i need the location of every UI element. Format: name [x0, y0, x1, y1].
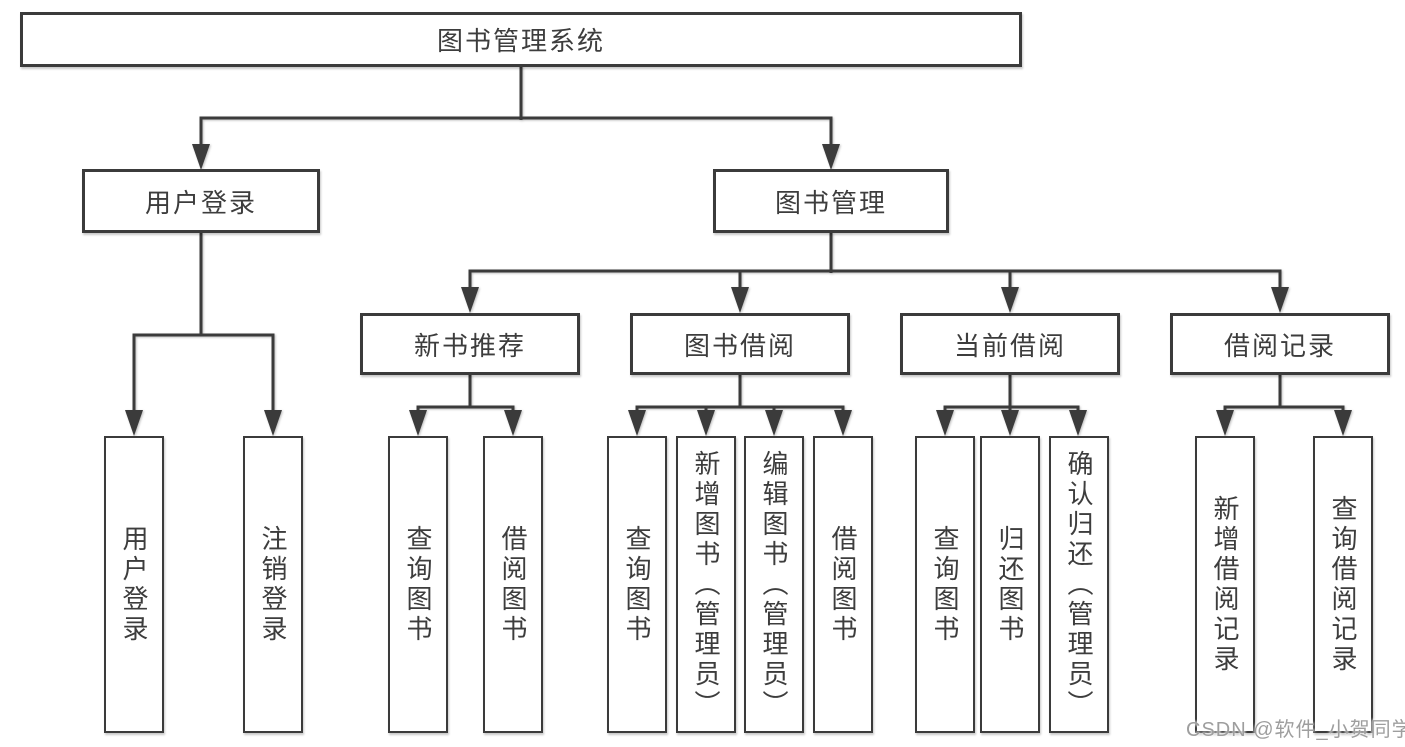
node-current-borrowing-label: 当前借阅: [953, 330, 1066, 361]
leaf-current-query: 查询图书: [915, 436, 975, 733]
leaf-borrow-borrow-label: 借阅图书: [828, 524, 858, 645]
node-new-book-recommend-label: 新书推荐: [413, 330, 526, 361]
node-borrow-records-label: 借阅记录: [1223, 330, 1336, 361]
leaf-borrow-add-admin-label: 新增图书（管理员）: [691, 449, 721, 720]
node-book-management-label: 图书管理: [774, 187, 887, 218]
leaf-records-add: 新增借阅记录: [1195, 436, 1255, 733]
leaf-current-return: 归还图书: [980, 436, 1040, 733]
leaf-user-login: 用户登录: [104, 436, 164, 733]
leaf-current-confirm-admin-label: 确认归还（管理员）: [1064, 449, 1094, 720]
leaf-newbook-borrow-label: 借阅图书: [498, 524, 528, 645]
node-root: 图书管理系统: [20, 12, 1022, 67]
node-borrow-records: 借阅记录: [1170, 313, 1390, 375]
leaf-records-query-label: 查询借阅记录: [1328, 494, 1358, 675]
node-book-management: 图书管理: [713, 169, 949, 233]
leaf-newbook-query: 查询图书: [388, 436, 448, 733]
node-book-borrowing-label: 图书借阅: [683, 330, 796, 361]
node-new-book-recommend: 新书推荐: [360, 313, 580, 375]
node-root-label: 图书管理系统: [436, 26, 605, 56]
node-user-login: 用户登录: [82, 169, 320, 233]
leaf-borrow-query: 查询图书: [607, 436, 667, 733]
node-book-borrowing: 图书借阅: [630, 313, 850, 375]
leaf-current-query-label: 查询图书: [930, 524, 960, 645]
leaf-borrow-borrow: 借阅图书: [813, 436, 873, 733]
leaf-borrow-query-label: 查询图书: [622, 524, 652, 645]
leaf-borrow-edit-admin: 编辑图书（管理员）: [744, 436, 804, 733]
leaf-logout-label: 注销登录: [258, 524, 288, 645]
csdn-watermark: CSDN @软件_小贺同学: [1186, 719, 1405, 741]
node-user-login-label: 用户登录: [144, 187, 257, 218]
leaf-newbook-query-label: 查询图书: [403, 524, 433, 645]
leaf-newbook-borrow: 借阅图书: [483, 436, 543, 733]
leaf-records-add-label: 新增借阅记录: [1210, 494, 1240, 675]
leaf-borrow-edit-admin-label: 编辑图书（管理员）: [759, 449, 789, 720]
leaf-current-confirm-admin: 确认归还（管理员）: [1049, 436, 1109, 733]
node-current-borrowing: 当前借阅: [900, 313, 1120, 375]
leaf-records-query: 查询借阅记录: [1313, 436, 1373, 733]
leaf-user-login-label: 用户登录: [119, 524, 149, 645]
leaf-current-return-label: 归还图书: [995, 524, 1025, 645]
leaf-borrow-add-admin: 新增图书（管理员）: [676, 436, 736, 733]
leaf-logout: 注销登录: [243, 436, 303, 733]
